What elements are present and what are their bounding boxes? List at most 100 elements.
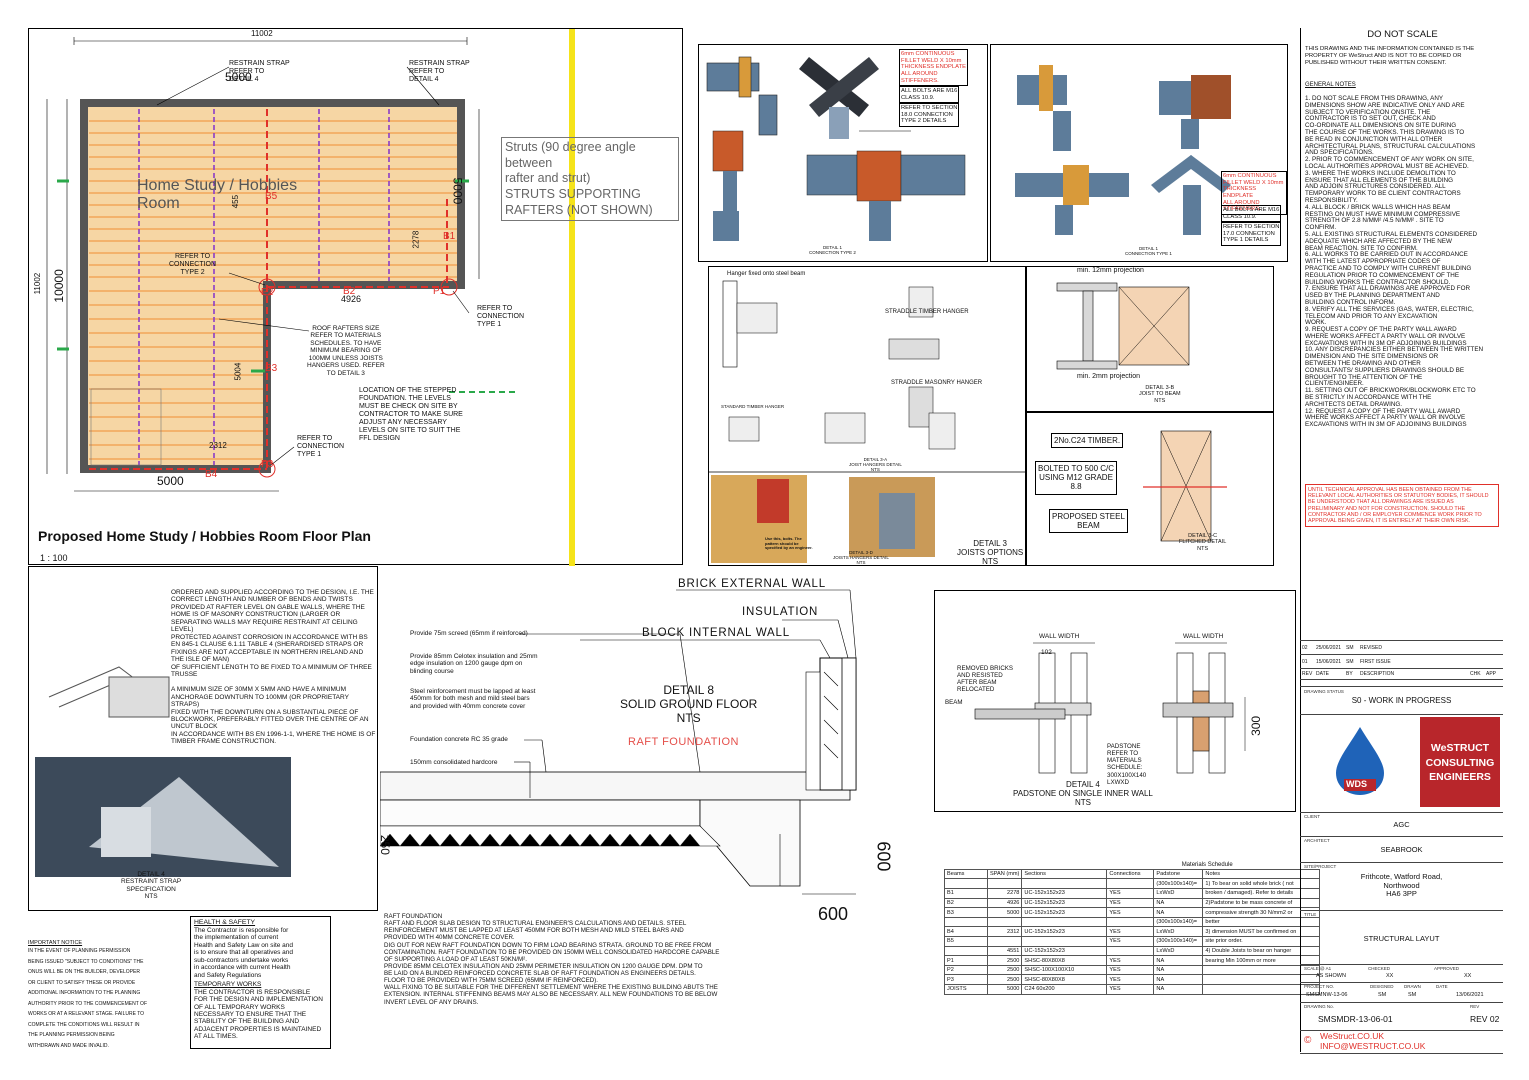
drawing-title: STRUCTURAL LAYUT: [1363, 934, 1440, 943]
revision-cell: 15/06/2021: [1316, 658, 1342, 665]
logo-drop-icon: [1336, 727, 1384, 795]
detail-4-drawing: [35, 666, 291, 877]
revision-cell: 02: [1302, 644, 1308, 651]
table-cell: 2500: [986, 964, 1023, 976]
c2-bolts-note: ALL BOLTS ARE M16 CLASS 10.9.: [1221, 205, 1282, 223]
table-cell: YES: [1106, 926, 1155, 938]
rev-col: BY: [1346, 671, 1353, 677]
note-celotex: Provide 85mm Celotex insulation and 25mm…: [410, 653, 538, 675]
label-block-wall: BLOCK INTERNAL WALL: [642, 627, 790, 639]
detail-8-solid-ground-floor: BRICK EXTERNAL WALL INSULATION BLOCK INT…: [378, 576, 932, 924]
table-cell: UC-152x152x23: [1021, 897, 1108, 909]
table-cell: JOISTS: [944, 984, 988, 995]
architect-label: ARCHITECT: [1304, 838, 1330, 843]
table-cell: [986, 936, 1023, 947]
website-link[interactable]: WeStruct.CO.UK: [1320, 1031, 1385, 1041]
table-cell: [1021, 916, 1108, 928]
title-block: DO NOT SCALE THIS DRAWING AND THE INFORM…: [1300, 28, 1504, 1052]
table-cell: LxWxD: [1153, 926, 1204, 938]
important-notice: IMPORTANT NOTICE IN THE EVENT OF PLANNIN…: [28, 940, 184, 1051]
table-cell: YES: [1106, 964, 1155, 976]
table-cell: [1021, 936, 1108, 947]
detail-3d-caption: DETAIL 3-D JOISTS HANGERS DETAIL NTS: [833, 550, 889, 566]
c2-caption: DETAIL 1 CONNECTION TYPE 1: [1125, 246, 1172, 257]
table-cell: SHSC-80X80X8: [1021, 974, 1108, 985]
project-value: Frithcote, Watford Road, Northwood HA6 3…: [1360, 872, 1443, 899]
table-cell: NA: [1153, 974, 1204, 985]
note-conn1-right: REFER TO CONNECTION TYPE 1: [477, 305, 525, 329]
dim-top-inner: 5000: [225, 70, 252, 84]
note-hardcore: 150mm consolidated hardcore: [410, 759, 498, 766]
c2-ref-note: REFER TO SECTION 17.0 CONNECTION TYPE 1 …: [1221, 222, 1282, 246]
logo-text: WDS: [1346, 779, 1367, 789]
table-cell: C24 60x200: [1021, 984, 1108, 995]
photo-caption: Use this, bolts. The pattern should be s…: [765, 536, 813, 551]
note-strap-right: RESTRAIN STRAP REFER TO DETAIL 4: [409, 60, 470, 84]
materials-table: Beams SPAN (mm) Sections Connections Pad…: [944, 868, 1321, 995]
c1-caption: DETAIL 1 CONNECTION TYPE 2: [809, 245, 856, 256]
note-concrete: Foundation concrete RC 35 grade: [410, 736, 508, 743]
table-cell: NA: [1153, 984, 1204, 995]
detail-3c-flitched: 2No.C24 TIMBER. BOLTED TO 500 C/C USING …: [1026, 412, 1274, 566]
dim-bottom: 5000: [157, 474, 184, 488]
drawing-no-value: SMSMDR-13-06-01: [1318, 1014, 1393, 1024]
straddle-masonry: STRADDLE MASONRY HANGER: [891, 380, 983, 386]
drawing-no-label: DRAWING No.: [1304, 1004, 1334, 1009]
projection-bottom: min. 2mm projection: [1077, 373, 1141, 380]
detail-3b-joist-to-beam: min. 12mm projection min. 2mm projection…: [1026, 266, 1274, 412]
revision-cell: SM: [1346, 644, 1354, 651]
col-header: Sections: [1021, 868, 1108, 880]
table-cell: B5: [944, 936, 988, 947]
detail-4-caption: DETAIL 4 RESTRAINT STRAP SPECIFICATION N…: [121, 871, 182, 901]
date-value: 13/06/2021: [1456, 992, 1484, 998]
bolted-note: BOLTED TO 500 C/C USING M12 GRADE 8.8: [1035, 461, 1118, 495]
dim-left-inner: 10000: [51, 269, 66, 303]
detail-4-text: ORDERED AND SUPPLIED ACCORDING TO THE DE…: [171, 589, 376, 746]
straddle-timber: STRADDLE TIMBER HANGER: [885, 309, 969, 315]
note-reinforcement: Steel reinforcement must be lapped at le…: [410, 688, 536, 710]
title-row: TITLE STRUCTURAL LAYUT: [1300, 910, 1503, 965]
do-not-scale: DO NOT SCALE: [1367, 29, 1438, 40]
client-value: AGC: [1393, 820, 1410, 829]
table-cell: NA: [1153, 907, 1204, 918]
project-no-row: PROJECT NO. SMSMNW-13-06 DESIGNED SM DRA…: [1300, 982, 1503, 1003]
detail-4-restraint-strap: ORDERED AND SUPPLIED ACCORDING TO THE DE…: [28, 566, 378, 911]
email-link[interactable]: INFO@WESTRUCT.CO.UK: [1320, 1041, 1426, 1051]
note-strap-left: RESTRAIN STRAP REFER TO DETAIL 4: [229, 60, 290, 84]
col-header: SPAN (mm): [986, 868, 1023, 880]
table-cell: B3: [944, 907, 988, 918]
table-cell: 5000: [986, 984, 1023, 995]
col-header: Padstone: [1153, 868, 1204, 880]
rev-col: REV: [1302, 671, 1313, 677]
timber-note: 2No.C24 TIMBER.: [1051, 433, 1124, 449]
removed-bricks-note: REMOVED BRICKS AND RESISTED AFTER BEAM R…: [957, 665, 1014, 694]
revision-cell: FIRST ISSUE: [1360, 658, 1391, 665]
raft-foundation-label: RAFT FOUNDATION: [628, 736, 739, 748]
note-conn1-bottom: REFER TO CONNECTION TYPE 1: [297, 435, 345, 459]
company-logo: WDS: [1302, 717, 1418, 807]
dim-600-vert: 600: [873, 841, 894, 872]
floor-plan-drawing: [46, 29, 575, 566]
wall-width-right: WALL WIDTH: [1183, 633, 1224, 640]
struts-note: Struts (90 degree angle between rafter a…: [501, 137, 679, 221]
table-cell: 2278: [986, 888, 1023, 899]
note-conn2: REFER TO CONNECTION TYPE 2: [169, 253, 217, 277]
table-cell: UC-152x152x23: [1021, 888, 1108, 899]
beam-b1: B1: [443, 231, 456, 242]
scale-label: SCALE @ A1: [1304, 966, 1332, 971]
table-cell: B4: [944, 926, 988, 938]
wall-width-left: WALL WIDTH: [1039, 633, 1080, 640]
rev-col: APP: [1486, 671, 1497, 677]
table-cell: YES: [1106, 936, 1155, 947]
table-cell: YES: [1106, 974, 1155, 985]
table-cell: [944, 916, 988, 928]
detail-3-drawing: [709, 280, 1025, 563]
table-cell: 4926: [986, 897, 1023, 909]
table-cell: [1106, 878, 1155, 890]
